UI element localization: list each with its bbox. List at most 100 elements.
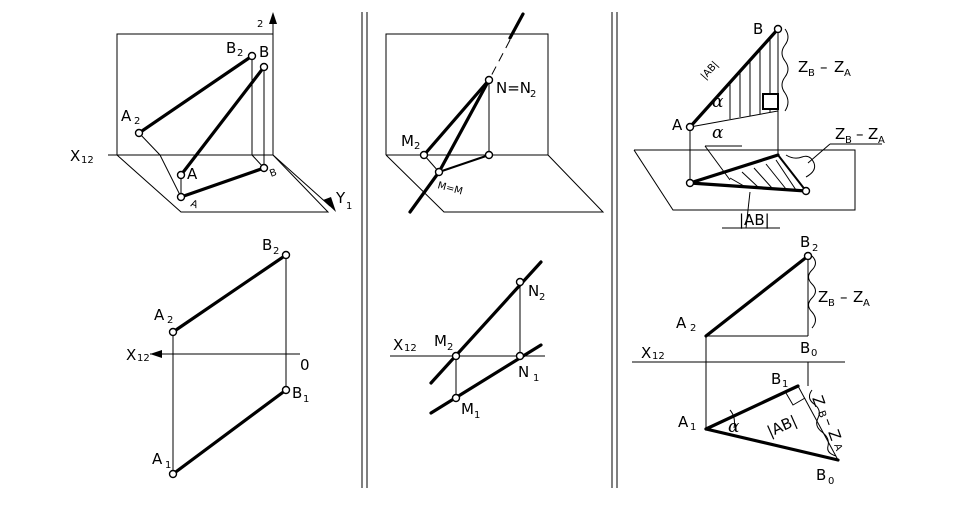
plan3-b2-sub: 2 <box>812 243 818 254</box>
plan-x12-label: X <box>126 346 136 364</box>
plan3-za-sub: A <box>863 298 870 309</box>
x-axis-sub: 12 <box>81 155 94 166</box>
plan2-m2-sub: 2 <box>447 342 453 353</box>
height-brace-plan-b2 <box>808 255 816 329</box>
plan2-m2-label: M <box>434 332 447 350</box>
label-a: A <box>672 116 683 134</box>
label-b: B <box>259 43 269 61</box>
label-m2-sub: 2 <box>414 141 420 152</box>
plan3-zb-dash: – <box>840 288 848 306</box>
length-ab: |AB| <box>699 59 721 82</box>
plan3-a2-sub: 2 <box>690 323 696 334</box>
plan3-a1-sub: 1 <box>690 422 696 433</box>
horizontal-triangle-hatching <box>729 159 797 191</box>
zb-sub: B <box>808 68 815 79</box>
height-brace-plan <box>785 154 816 178</box>
plan-a2-sub: 2 <box>167 315 173 326</box>
plan3-b0b-label: B <box>816 466 826 484</box>
label-b1-mark: B <box>268 167 278 180</box>
plan3-alpha: α <box>728 417 740 437</box>
za-sub: A <box>844 68 851 79</box>
plan2-x12-label: X <box>393 336 403 354</box>
angle-alpha: α <box>712 92 724 112</box>
label-b2: B <box>226 39 236 57</box>
plan3-x12-sub: 12 <box>652 351 665 362</box>
label-m2: M <box>401 132 414 150</box>
y-axis-label: Y <box>335 189 346 207</box>
x12-arrow <box>150 350 162 358</box>
label-m-m1: M=M <box>436 180 464 197</box>
z-axis-arrow <box>269 12 277 24</box>
panel2-plan-view: X 12 M 2 N 2 M 1 N 1 <box>390 260 545 421</box>
panel3-3d-view: B A |AB| α Z B – Z A α Z B – Z A |AB| <box>633 20 885 229</box>
plan3-ab-length: |AB| <box>764 412 799 441</box>
panel3-plan-view: B 2 A 2 B 0 Z B – Z A X 12 B 1 A 1 α |AB… <box>632 233 870 487</box>
plan3-a2-label: A <box>676 314 687 332</box>
vertical-triangle-hatching <box>729 38 771 119</box>
height-brace <box>781 28 789 112</box>
plan3-zb-sub: B <box>828 298 835 309</box>
panel-separators <box>361 12 618 488</box>
plan2-n2-sub: 2 <box>539 292 545 303</box>
plan3-zb-za-rot-za-sub: A <box>831 442 844 452</box>
label-b: B <box>753 20 763 38</box>
zb-za-leader-dash: – <box>856 125 864 143</box>
zb-za-leader-sub: B <box>845 135 852 146</box>
plan3-b1-sub: 1 <box>782 379 788 390</box>
plan3-b0-label: B <box>800 339 810 357</box>
z-axis-label: 2 <box>257 19 263 30</box>
plan3-zb-za-rot-za: Z <box>824 427 844 443</box>
plan2-m1-label: M <box>461 400 474 418</box>
zb-z: Z <box>798 58 808 76</box>
label-a2-sub: 2 <box>134 116 140 127</box>
height-brace-plan-b1 <box>808 389 837 457</box>
plan3-a1-label: A <box>678 413 689 431</box>
plan-x12-sub: 12 <box>137 353 150 364</box>
plan-b1-sub: 1 <box>303 394 309 405</box>
label-a1-mark: A <box>189 198 199 211</box>
zb-za-leader-za: Z <box>868 125 878 143</box>
y-axis-arrow <box>323 197 336 212</box>
label-n-n2-sub: 2 <box>530 89 536 100</box>
label-a: A <box>187 165 198 183</box>
zb-za-leader-label: Z <box>835 125 845 143</box>
plan3-b0b-sub: 0 <box>828 476 834 487</box>
plan2-n1-sub: 1 <box>533 373 539 384</box>
plan3-b2-label: B <box>800 233 810 251</box>
plan2-x12-sub: 12 <box>404 343 417 354</box>
label-b2-sub: 2 <box>237 48 243 59</box>
plan-a2-label: A <box>154 306 165 324</box>
plan3-b0-sub: 0 <box>811 348 817 359</box>
plan-a1-label: A <box>152 450 163 468</box>
plan-a1-sub: 1 <box>165 460 171 471</box>
plan2-n1-label: N <box>518 363 529 381</box>
x-axis-label: X <box>70 147 80 165</box>
za-z: Z <box>834 58 844 76</box>
plan3-za: Z <box>853 288 863 306</box>
plan-b2-sub: 2 <box>273 246 279 257</box>
plan3-zb-za-rot-sub: B <box>815 409 828 419</box>
panel1-3d-view: 2 X 12 Y 1 A 2 B 2 B A A B <box>70 12 352 213</box>
plan3-b1-label: B <box>771 370 781 388</box>
label-a2: A <box>121 107 132 125</box>
plan-b2-label: B <box>262 236 272 254</box>
panel1-plan-view: X 12 0 A 2 B 2 A 1 B 1 <box>126 236 310 479</box>
angle-arc <box>729 409 735 429</box>
plan3-zb: Z <box>818 288 828 306</box>
origin-label: 0 <box>300 356 310 374</box>
plan-b1-label: B <box>292 384 302 402</box>
plan2-m1-sub: 1 <box>474 410 480 421</box>
panel2-3d-view: N=N 2 M 2 M=M <box>385 12 605 214</box>
label-n-n2: N=N <box>496 79 531 97</box>
plan3-zb-za-rot: Z <box>808 393 828 409</box>
angle-alpha-plan: α <box>712 123 724 143</box>
y-axis-sub: 1 <box>346 201 352 212</box>
plan2-n2-label: N <box>528 282 539 300</box>
plan3-x12-label: X <box>641 344 651 362</box>
right-angle-mark <box>762 93 779 110</box>
zb-za-leader-za-sub: A <box>878 135 885 146</box>
length-ab-plan: |AB| <box>739 211 770 229</box>
zb-za-dash: – <box>820 58 828 76</box>
